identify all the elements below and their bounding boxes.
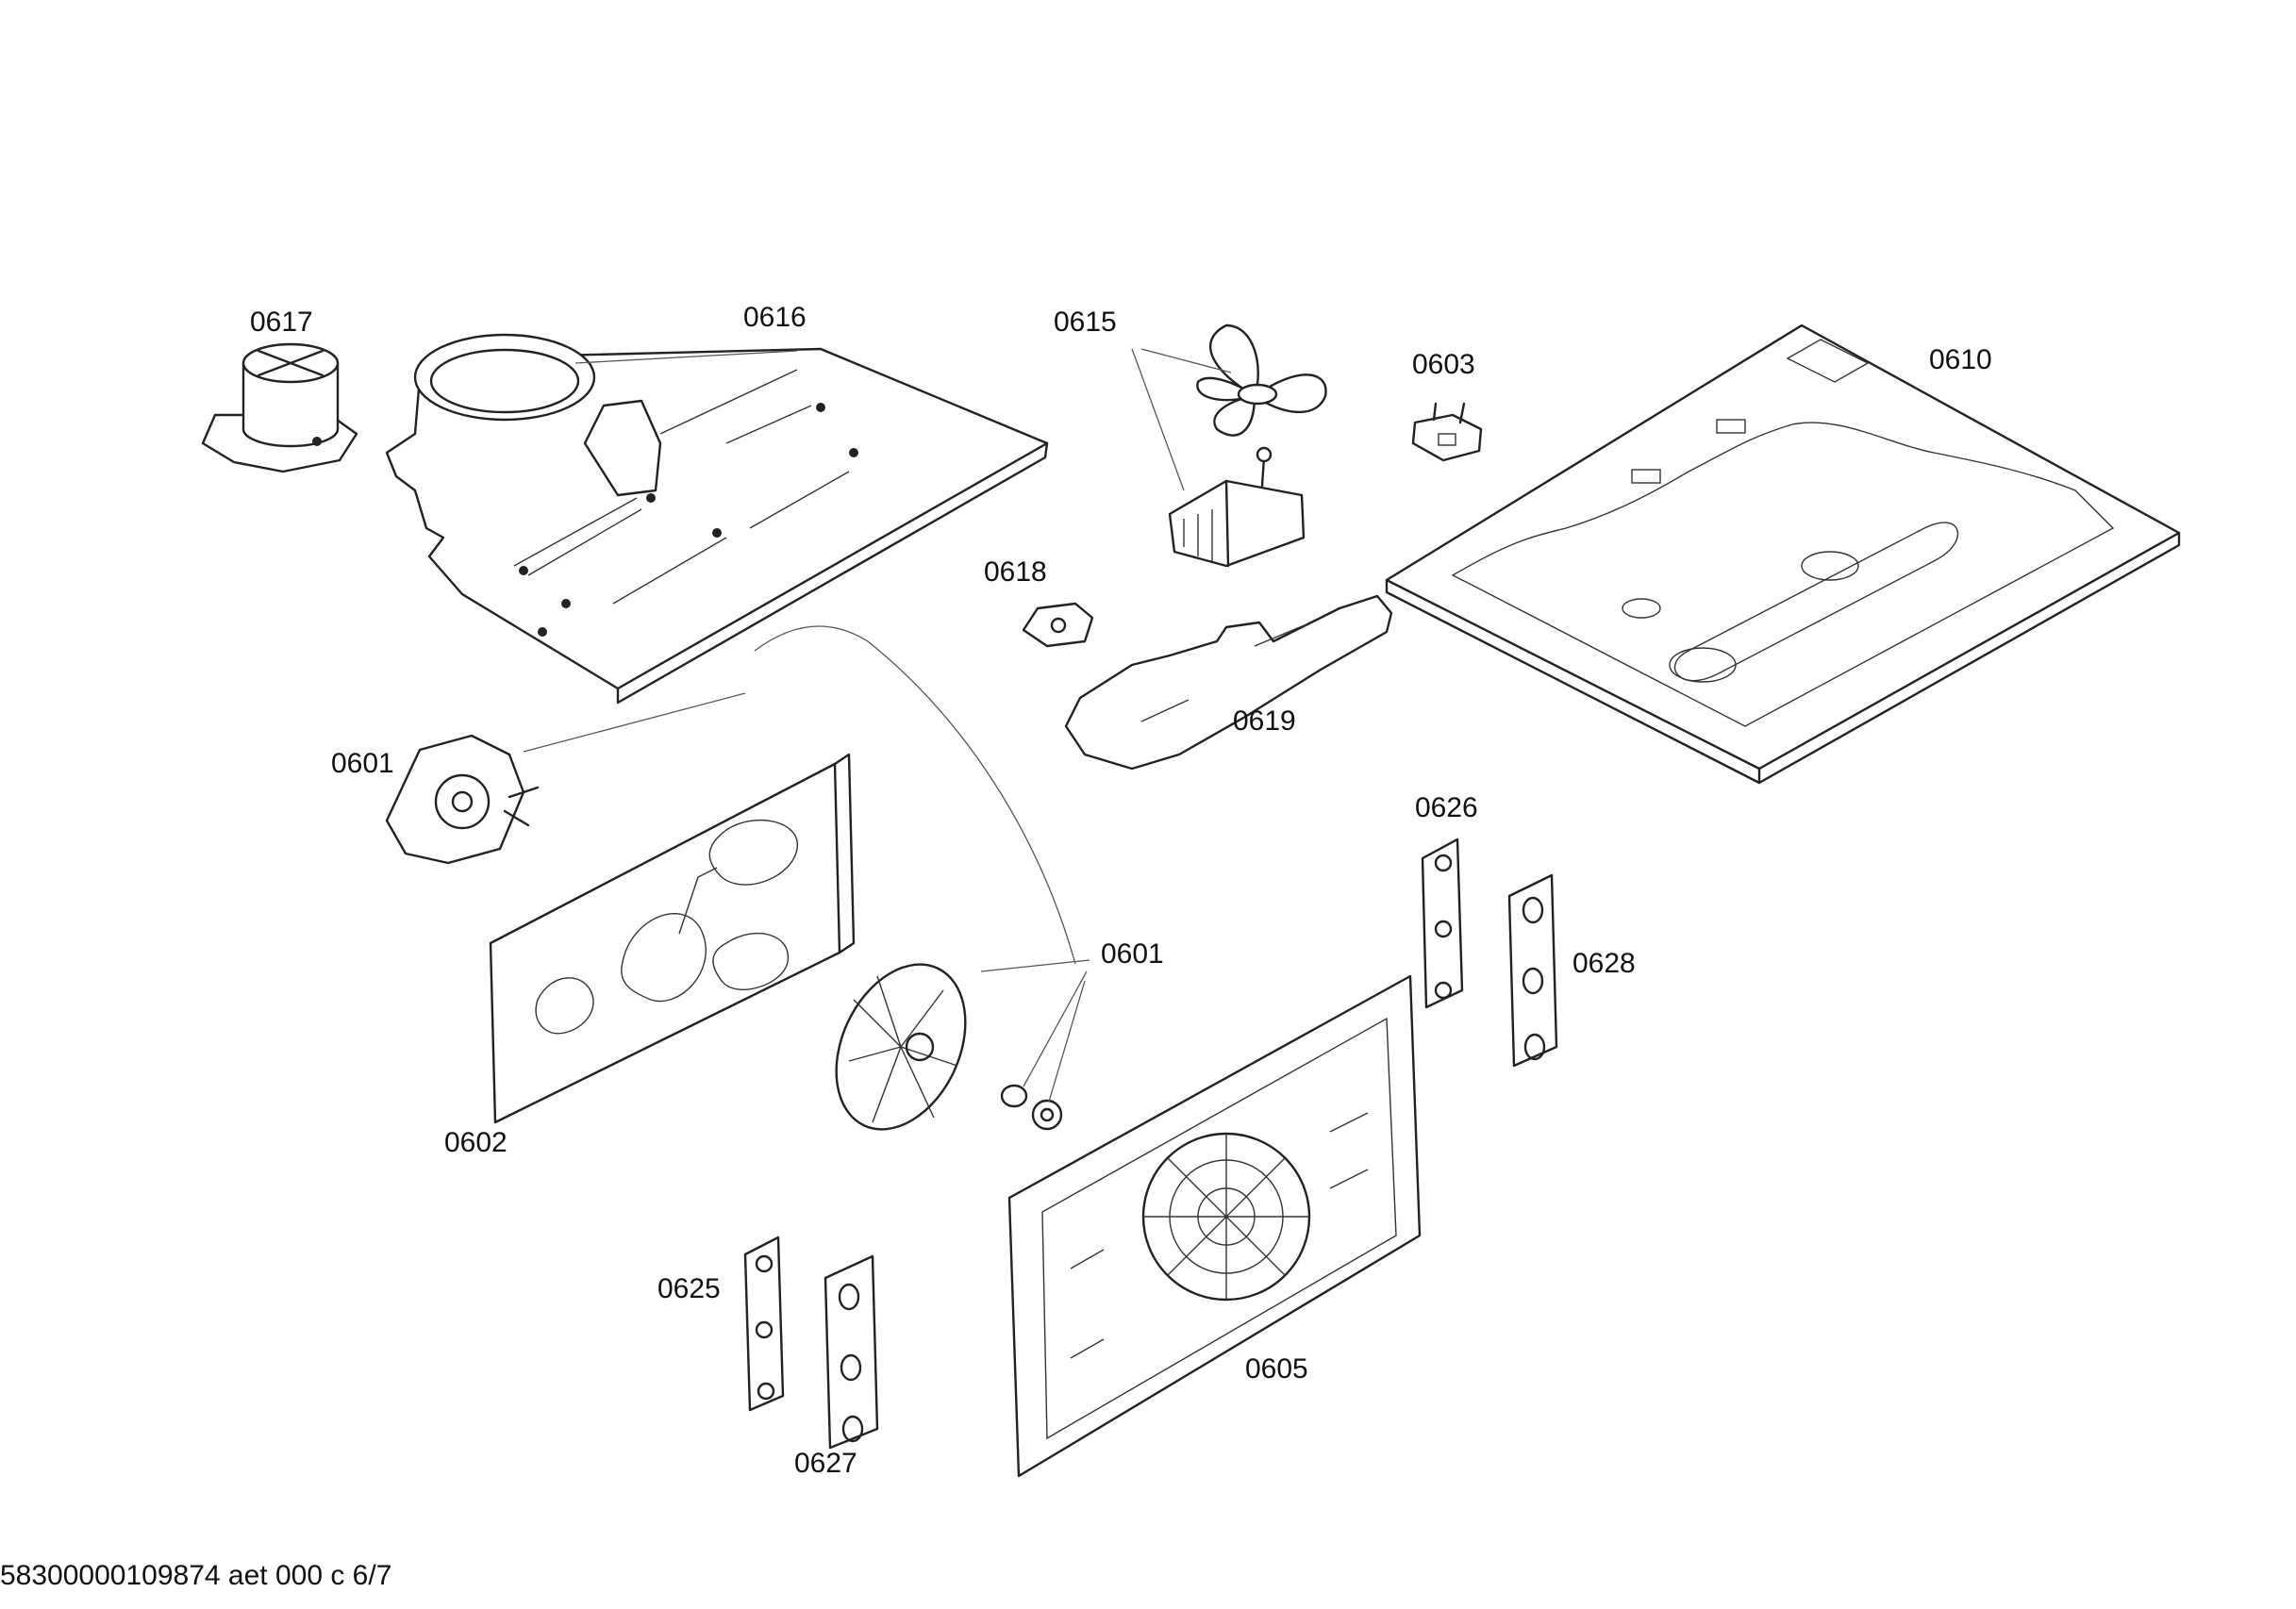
callout-0618: 0618 — [984, 556, 1047, 588]
callout-0601-motor: 0601 — [331, 748, 394, 779]
callout-0619: 0619 — [1233, 705, 1296, 737]
part-0601-fan-wheel — [835, 963, 1063, 1131]
part-0610-base-plate — [1385, 323, 2181, 785]
part-0625-rail-bracket — [743, 1236, 785, 1412]
callout-0626: 0626 — [1415, 792, 1478, 823]
part-0628-rail-bracket — [1507, 873, 1558, 1068]
part-0603-thermostat — [1411, 402, 1483, 462]
callout-0616: 0616 — [743, 302, 807, 333]
callout-0615: 0615 — [1054, 307, 1117, 338]
part-0601-fan-motor — [385, 734, 540, 865]
callout-0625: 0625 — [657, 1273, 721, 1304]
part-0605-muffle-panel — [1007, 974, 1422, 1478]
callout-0603: 0603 — [1412, 349, 1475, 380]
part-0618-bracket — [1022, 602, 1094, 648]
part-0619-cover-plate — [1064, 594, 1393, 771]
part-0627-rail-bracket — [824, 1254, 879, 1450]
callout-0605: 0605 — [1245, 1353, 1308, 1385]
callout-0602: 0602 — [444, 1127, 507, 1158]
leader-lines — [523, 348, 1232, 1103]
callout-0601-fan: 0601 — [1101, 938, 1164, 970]
callout-0617: 0617 — [250, 307, 313, 338]
part-0617-duct-collar — [201, 342, 358, 473]
part-0615-cooling-fan — [1168, 323, 1327, 568]
callout-0628: 0628 — [1572, 948, 1636, 979]
part-0616-duct-housing — [385, 333, 1049, 705]
callout-0610: 0610 — [1929, 344, 1992, 375]
part-0626-rail-bracket — [1421, 838, 1464, 1009]
document-id-footer: 58300000109874 aet 000 c 6/7 — [0, 1560, 392, 1591]
part-0602-rear-panel — [489, 753, 856, 1124]
callout-0627: 0627 — [794, 1448, 857, 1479]
